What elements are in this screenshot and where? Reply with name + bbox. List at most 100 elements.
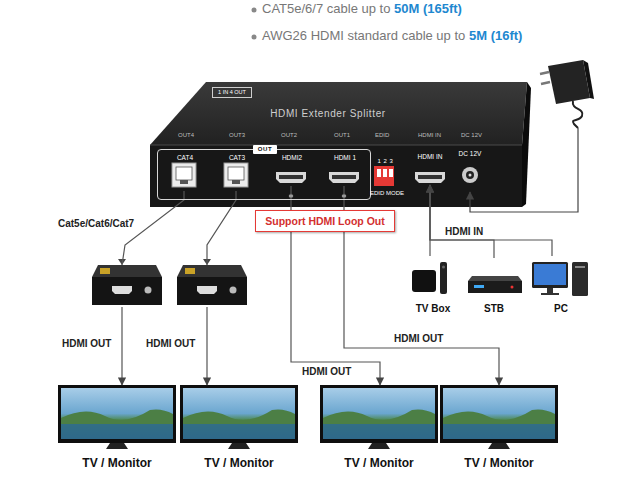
tv-box-icon: [412, 262, 447, 294]
dc-jack: [462, 167, 478, 183]
rj45-port: [224, 163, 248, 187]
power-adapter: [540, 60, 594, 128]
label-text: OUT2: [281, 132, 297, 139]
node-text: HDMI2: [282, 154, 302, 162]
edge-label: HDMI OUT: [392, 333, 445, 345]
hdmi-receiver: [230, 287, 237, 294]
label-text: EDID MODE: [370, 190, 404, 197]
tv-screen: [368, 443, 390, 449]
hdmi-receiver: [92, 265, 162, 277]
stb-icon: [511, 286, 514, 289]
node-text: 1 IN 4 OUT: [218, 89, 246, 95]
tv-screen: [61, 410, 173, 425]
hdmi-port: [279, 175, 303, 179]
rj45-port: [172, 163, 248, 187]
tv-screen: [320, 385, 438, 443]
power-adapter: [548, 60, 590, 104]
tv-monitor: TV / Monitor: [180, 385, 298, 471]
edge-label: HDMI IN: [443, 226, 485, 238]
stb-icon: [474, 285, 484, 288]
label-text: 50M (165ft): [394, 2, 462, 17]
tag-box: 1 IN 4 OUT: [212, 87, 252, 98]
dip-switch: [389, 169, 393, 177]
dip-switch: [377, 169, 381, 177]
pc-icon: [534, 264, 566, 285]
splitter-housing: [150, 82, 531, 207]
tv-screen: [183, 388, 295, 439]
bullet-dot: [252, 8, 257, 13]
tv-screen: [228, 443, 250, 449]
tv-screen: [443, 424, 555, 439]
port: DC 12V: [454, 150, 486, 188]
label-text: HDMI IN: [418, 132, 441, 139]
label-text: EDID: [375, 132, 389, 139]
hdmi-port: [415, 172, 445, 183]
bullet-dot: [252, 8, 257, 40]
edge-label: HDMI OUT: [144, 338, 197, 350]
power-adapter: [583, 60, 594, 99]
node-text: HDMI Extender Splitter: [248, 108, 408, 120]
node-text: Support HDMI Loop Out: [265, 215, 385, 227]
splitter-housing: [150, 82, 527, 145]
tv-box-icon: [440, 262, 447, 294]
rj45-port: [228, 167, 244, 180]
hdmi-port: [329, 172, 359, 183]
tv-screen: [323, 388, 435, 439]
tv-monitor: TV / Monitor: [58, 385, 176, 471]
tv-screen: [61, 388, 173, 439]
tv-screen: [440, 385, 558, 443]
splitter-housing: [522, 82, 531, 207]
hdmi-port: [276, 172, 445, 183]
label-text: AWG26 HDMI standard cable up to: [262, 29, 465, 44]
hdmi-receiver: [145, 287, 152, 294]
label-text: 2: [384, 158, 387, 165]
node-text: DC 12V: [459, 150, 482, 158]
source-device: PC: [530, 256, 592, 314]
rj45-port: [232, 180, 240, 184]
hdmi-receiver: [100, 268, 110, 274]
port: HDMI IN: [413, 153, 447, 185]
node-text: OUT: [253, 145, 277, 154]
stb-icon: [468, 276, 522, 293]
tv-screen: [58, 385, 176, 443]
node-text: HDMI 1: [334, 154, 356, 162]
tv-screen: [488, 443, 510, 449]
splitter-device: HDMI Extender Splitter 1 IN 4 OUT OUT CAT4 C…: [148, 80, 532, 210]
tv-screen: [443, 410, 555, 425]
label-text: Cat5e/Cat6/Cat7: [58, 218, 134, 230]
tv-screen: [323, 410, 435, 425]
stb-icon: [468, 281, 522, 293]
label-text: OUT1: [334, 132, 350, 139]
dip-switch: [374, 166, 394, 186]
splitter-housing: [150, 145, 522, 207]
node-text: CAT3: [229, 154, 245, 162]
hdmi-receiver: [112, 286, 132, 294]
pc-icon: [541, 293, 559, 295]
node-text: TV / Monitor: [464, 457, 533, 471]
dc-jack: [462, 167, 478, 183]
tv-screen: [58, 385, 558, 449]
node-text: TV / Monitor: [82, 457, 151, 471]
connector: [430, 185, 494, 258]
hdmi-port: [276, 172, 306, 183]
node-text: TV / Monitor: [344, 457, 413, 471]
power-adapter: [573, 101, 583, 128]
hdmi-receiver: [185, 268, 195, 274]
source-device: TV Box: [408, 256, 458, 314]
edge-label: HDMI OUT: [60, 338, 113, 350]
port: HDMI 1: [328, 154, 362, 186]
label-text: DC 12V: [461, 132, 482, 139]
tv-screen: [183, 424, 295, 439]
node-text: CAT4: [177, 154, 193, 162]
port: HDMI2: [275, 154, 309, 186]
tv-monitor: TV / Monitor: [440, 385, 558, 471]
node-text: TV Box: [416, 303, 450, 315]
label-text: 3: [390, 158, 393, 165]
label-text: 1: [378, 158, 381, 165]
tv-screen: [443, 388, 555, 439]
hdmi-receiver: [177, 265, 247, 277]
rj45-port: [176, 167, 192, 180]
splitter-housing: [150, 145, 522, 146]
